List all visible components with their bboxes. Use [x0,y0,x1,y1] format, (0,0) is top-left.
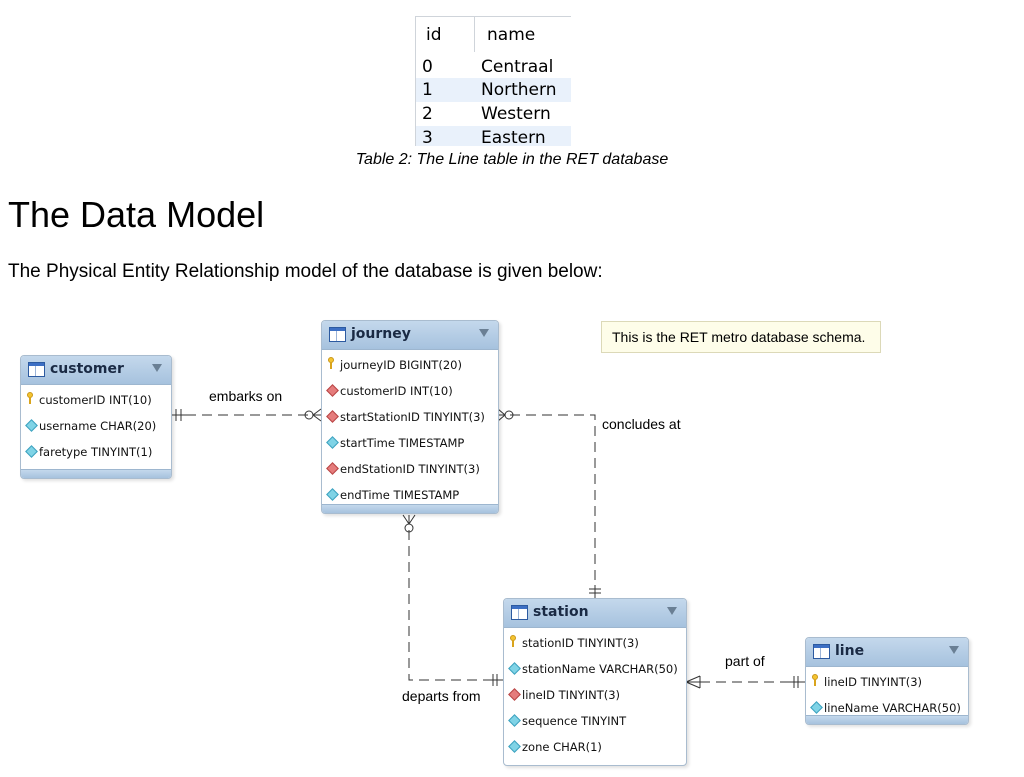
diamond-icon [508,714,521,727]
cell-id: 2 [422,104,433,124]
diamond-icon [810,701,823,714]
foreign-key-icon [508,688,521,701]
field-row: startStationID TINYINT(3) [322,404,498,430]
field-row: sequence TINYINT [504,708,686,734]
cell-id: 1 [422,80,433,100]
entity-line-title: line [835,643,865,659]
entity-journey-title: journey [351,326,411,342]
field-row: zone CHAR(1) [504,734,686,760]
schema-note: This is the RET metro database schema. [601,321,881,353]
chevron-down-icon[interactable] [152,364,162,372]
field-row: stationName VARCHAR(50) [504,656,686,682]
diamond-icon [508,662,521,675]
chevron-down-icon[interactable] [479,329,489,337]
chevron-down-icon[interactable] [667,607,677,615]
cell-name: Northern [481,80,557,100]
key-icon [328,357,334,369]
section-title: The Data Model [8,194,265,235]
key-icon [510,635,516,647]
entity-line-header[interactable]: line [806,638,968,667]
rel-label-concludes-at: concludes at [602,416,681,432]
foreign-key-icon [326,462,339,475]
header-name: name [487,25,536,45]
table-caption: Table 2: The Line table in the RET datab… [355,151,669,168]
entity-customer-title: customer [50,361,124,377]
table-icon [28,362,45,377]
table-row: 2 Western [416,102,571,126]
header-id: id [426,25,442,45]
field-row: lineID TINYINT(3) [806,669,968,695]
mark-one-customer [172,409,186,421]
field-row: endTime TIMESTAMP [322,482,498,508]
entity-station[interactable]: station stationID TINYINT(3) stationName… [503,598,687,766]
field-row: journeyID BIGINT(20) [322,352,498,378]
schema-note-text: This is the RET metro database schema. [612,329,866,345]
field-row: endStationID TINYINT(3) [322,456,498,482]
key-icon [812,674,818,686]
foreign-key-icon [326,410,339,423]
field-row: stationID TINYINT(3) [504,630,686,656]
rel-line-concludes-at [510,414,596,585]
table-row: 1 Northern [416,78,571,102]
cell-name: Centraal [481,57,554,77]
cell-name: Western [481,104,551,124]
field-row: customerID INT(10) [21,387,171,413]
intro-paragraph: The Physical Entity Relationship model o… [8,261,603,282]
key-icon [27,392,33,404]
field-row: lineName VARCHAR(50) [806,695,968,721]
line-table: id name 0 Centraal 1 Northern 2 Western … [415,16,571,146]
diamond-icon [25,419,38,432]
diamond-icon [326,436,339,449]
table-icon [813,644,830,659]
cell-id: 0 [422,57,433,77]
diamond-icon [508,740,521,753]
field-row: customerID INT(10) [322,378,498,404]
table-row: 3 Eastern [416,126,571,146]
cell-name: Eastern [481,128,546,146]
entity-journey-header[interactable]: journey [322,321,498,350]
field-row: startTime TIMESTAMP [322,430,498,456]
diamond-icon [25,445,38,458]
rel-line-departs-from [408,530,490,681]
field-row: lineID TINYINT(3) [504,682,686,708]
line-table-header: id name [415,16,571,53]
chevron-down-icon[interactable] [949,646,959,654]
rel-label-embarks-on: embarks on [209,388,283,404]
diamond-icon [326,488,339,501]
entity-journey[interactable]: journey journeyID BIGINT(20) customerID … [321,320,499,514]
field-row: faretype TINYINT(1) [21,439,171,465]
rel-label-departs-from: departs from [402,688,481,704]
field-row: username CHAR(20) [21,413,171,439]
table-icon [511,605,528,620]
table-row: 0 Centraal [416,55,571,79]
cell-id: 3 [422,128,433,146]
foreign-key-icon [326,384,339,397]
entity-customer-header[interactable]: customer [21,356,171,385]
entity-customer[interactable]: customer customerID INT(10) username CHA… [20,355,172,479]
entity-station-title: station [533,604,589,620]
entity-line[interactable]: line lineID TINYINT(3) lineName VARCHAR(… [805,637,969,725]
table-icon [329,327,346,342]
entity-station-header[interactable]: station [504,599,686,628]
rel-label-part-of: part of [725,653,765,669]
